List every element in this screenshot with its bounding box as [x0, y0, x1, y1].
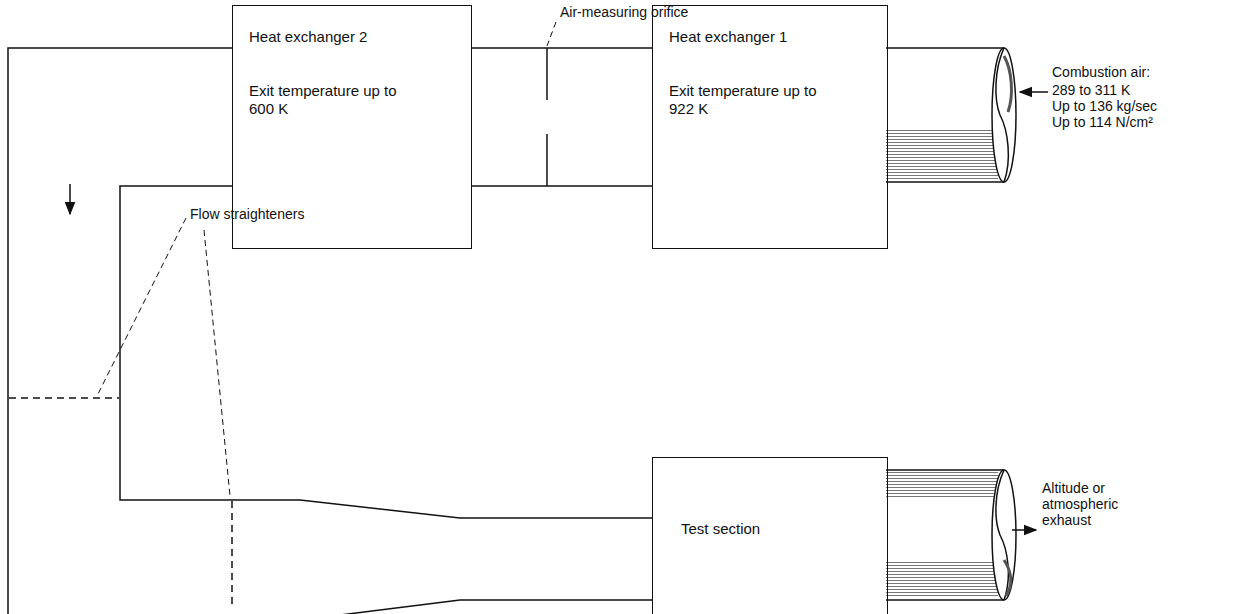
- flow-straightener: [9, 397, 119, 399]
- box-title: Test section: [681, 520, 887, 538]
- box-note: Exit temperature up to 600 K: [249, 82, 409, 118]
- leader-line: [98, 218, 186, 394]
- annotation-label: Up to 114 N/cm²: [1052, 114, 1153, 130]
- exhaust-pipe: [886, 599, 1004, 601]
- flow-straightener: [231, 501, 233, 609]
- duct-wall: [472, 185, 652, 187]
- leader-line: [547, 22, 556, 46]
- inlet-pipe: [886, 47, 1004, 49]
- air-duct: [472, 48, 652, 186]
- orifice-plate: [546, 48, 548, 100]
- annotation-label: Flow straighteners: [190, 206, 304, 222]
- component-box: Test section: [652, 457, 888, 614]
- annotation-label: 289 to 311 K: [1052, 82, 1130, 98]
- pipe-break: [996, 48, 1008, 182]
- flow-arrow: [1012, 529, 1036, 531]
- pipe-shading: [886, 128, 998, 180]
- duct-wall: [8, 48, 652, 614]
- flow-arrow: [1020, 91, 1048, 93]
- annotation-label: Combustion air:: [1052, 64, 1150, 80]
- inlet-pipe: [886, 181, 1004, 183]
- box-note: Exit temperature up to 922 K: [669, 82, 829, 118]
- leader-line: [204, 230, 230, 496]
- pipe-shading: [886, 472, 998, 498]
- annotation-label: Air-measuring orifice: [560, 4, 688, 20]
- duct-wall: [120, 186, 652, 518]
- flow-arrow: [69, 184, 71, 214]
- box-title: Heat exchanger 1: [669, 28, 887, 46]
- box-title: Heat exchanger 2: [249, 28, 471, 46]
- pipe-break: [992, 470, 1016, 600]
- annotation-label: Altitude or atmospheric exhaust: [1042, 480, 1138, 528]
- annotation-label: Up to 136 kg/sec: [1052, 98, 1157, 114]
- orifice-plate: [546, 134, 548, 186]
- air-duct: [8, 48, 652, 614]
- pipe-break-shade: [1004, 560, 1011, 596]
- pipe-shading: [886, 560, 998, 598]
- duct-wall: [472, 47, 652, 49]
- pipe-break-shade: [1004, 56, 1011, 112]
- pipe-break: [996, 470, 1008, 600]
- pipe-break: [992, 48, 1016, 182]
- component-box: Heat exchanger 1 Exit temperature up to 9…: [652, 5, 888, 249]
- exhaust-pipe: [886, 469, 1004, 471]
